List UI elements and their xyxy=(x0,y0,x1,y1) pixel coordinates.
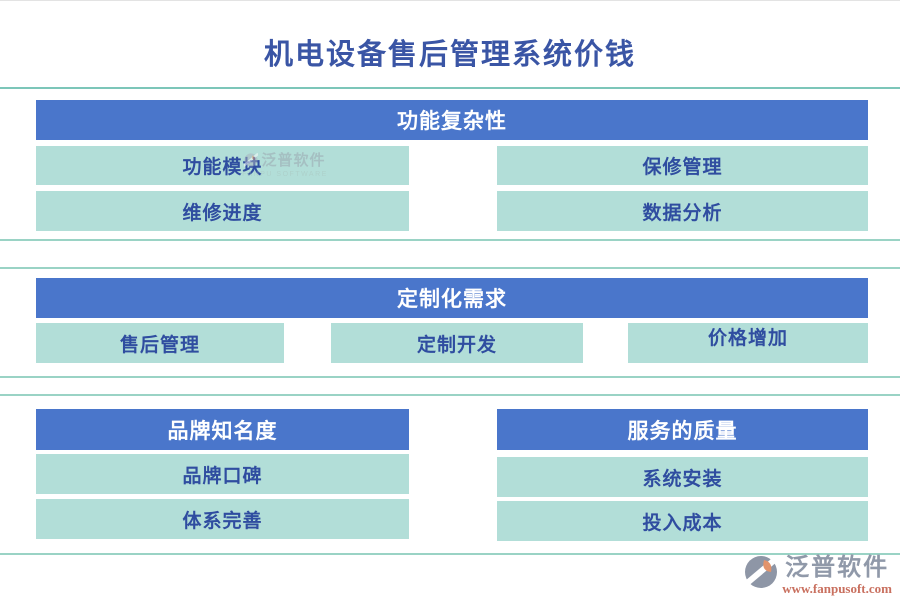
section3-item-box: 体系完善 xyxy=(36,499,409,539)
section3-left-header: 品牌知名度 xyxy=(36,409,409,450)
section1-item-box: 数据分析 xyxy=(497,191,868,231)
section-divider xyxy=(0,376,900,378)
section1-header: 功能复杂性 xyxy=(36,100,868,140)
section1-item-box: 保修管理 xyxy=(497,146,868,185)
footer-brand: 泛普软件 www.fanpusoft.com xyxy=(744,555,892,597)
footer-brand-name: 泛普软件 xyxy=(785,555,890,581)
footer-brand-url: www.fanpusoft.com xyxy=(782,581,892,597)
footer-divider xyxy=(0,553,900,555)
section2-item-box: 定制开发 xyxy=(331,323,583,363)
page-title: 机电设备售后管理系统价钱 xyxy=(263,39,636,71)
section1-item-box: 维修进度 xyxy=(36,191,409,231)
section2-header: 定制化需求 xyxy=(36,278,868,318)
section-divider xyxy=(0,239,900,241)
section3-item-box: 系统安装 xyxy=(497,457,868,497)
fanpu-logo-icon xyxy=(744,555,779,589)
section-divider xyxy=(0,267,900,269)
title-divider xyxy=(0,87,900,89)
section-divider xyxy=(0,394,900,396)
section3-item-box: 品牌口碑 xyxy=(36,454,409,494)
section2-item-box: 价格增加 xyxy=(628,323,868,363)
section3-right-header: 服务的质量 xyxy=(497,409,868,450)
section2-item-box: 售后管理 xyxy=(36,323,284,363)
section3-item-box: 投入成本 xyxy=(497,501,868,541)
section1-item-box: 功能模块 xyxy=(36,146,409,185)
section2-item-label: 价格增加 xyxy=(707,327,788,349)
